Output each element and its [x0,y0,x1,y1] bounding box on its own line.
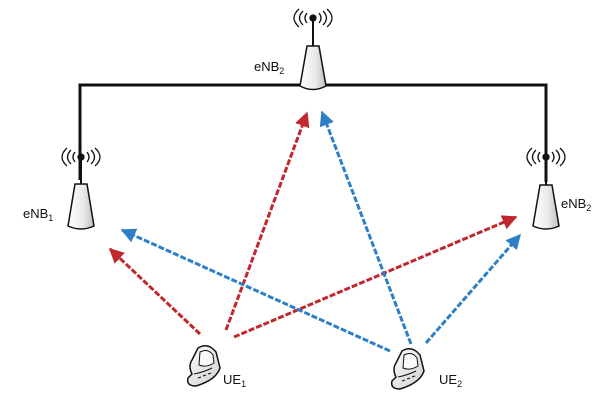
enb-left-subscript: 1 [48,213,53,223]
backhaul-left-link [78,83,312,180]
svg-text:eNB2: eNB2 [254,59,284,76]
svg-text:eNB1: eNB1 [23,206,53,223]
ue2-label: UE [439,372,457,387]
ue2-node: UE2 [390,348,462,390]
base-station-icon [67,183,95,230]
radio-waves-icon [293,8,333,28]
backhaul-links [78,83,548,182]
enb-right-subscript: 2 [586,203,591,213]
arrow-ue1-to-enb-left [108,247,202,336]
svg-text:eNB2: eNB2 [561,196,591,213]
enb-right-node: eNB2 [526,147,591,230]
svg-text:UE1: UE1 [223,372,246,389]
arrow-ue2-to-enb-left [120,228,391,353]
arrow-ue1-to-enb-right [233,215,518,339]
uplink-arrows-ue2 [120,110,522,353]
mobile-phone-icon [186,345,221,387]
ue1-node: UE1 [186,345,246,389]
enb-right-label: eNB [561,196,586,211]
arrow-ue1-to-enb-top [224,111,310,331]
arrow-ue2-to-enb-top [319,110,413,345]
enb-top-subscript: 2 [279,66,284,76]
enb-left-node: eNB1 [23,147,101,230]
svg-text:UE2: UE2 [439,372,462,389]
enb-top-node: eNB2 [254,8,333,91]
base-station-icon [299,45,327,91]
enb-top-label: eNB [254,59,279,74]
backhaul-right-link [312,83,548,182]
enb-left-label: eNB [23,206,48,221]
ue2-subscript: 2 [457,379,462,389]
ue1-label: UE [223,372,241,387]
uplink-arrows-ue1 [108,111,518,339]
ue1-subscript: 1 [241,379,246,389]
arrow-ue2-to-enb-right [424,233,522,344]
base-station-icon [532,184,560,230]
mobile-phone-icon [390,348,425,390]
radio-waves-icon [61,147,101,167]
